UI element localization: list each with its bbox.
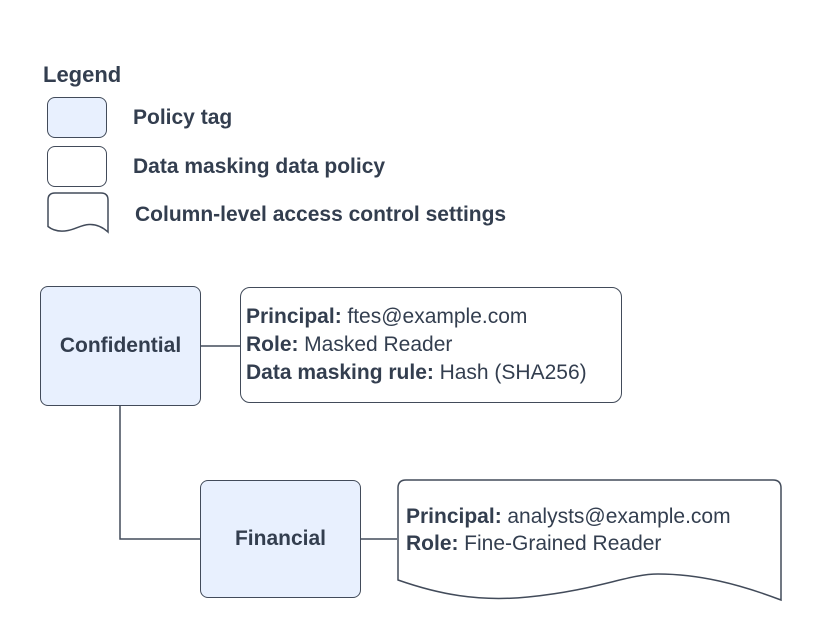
policy-line-label: Role:: [406, 532, 459, 555]
policy-line-value: Hash (SHA256): [439, 361, 587, 384]
data-masking-policy-swatch: [47, 146, 107, 187]
legend-item-data-masking-policy: Data masking data policy: [47, 146, 385, 187]
document-shape: [397, 479, 782, 602]
settings-text: Principal:analysts@example.com Role:Fine…: [406, 503, 731, 557]
legend-label: Policy tag: [133, 105, 233, 129]
data-masking-policy-card: Principal:ftes@example.com Role:Masked R…: [240, 287, 622, 403]
policy-line-value: Masked Reader: [304, 333, 453, 356]
policy-line-label: Data masking rule:: [246, 361, 434, 384]
node-label: Financial: [234, 527, 327, 550]
legend-title: Legend: [43, 62, 122, 87]
policy-line-value: ftes@example.com: [347, 305, 528, 328]
connector-confidential-to-financial: [119, 406, 200, 540]
policy-line: Data masking rule:Hash (SHA256): [246, 359, 621, 387]
node-confidential: Confidential: [40, 286, 201, 406]
policy-line-label: Role:: [246, 333, 299, 356]
policy-line-value: analysts@example.com: [507, 505, 731, 528]
column-access-settings-card: Principal:analysts@example.com Role:Fine…: [397, 479, 782, 611]
policy-line-label: Principal:: [406, 505, 502, 528]
policy-line: Principal:analysts@example.com: [406, 503, 731, 530]
node-label: Confidential: [59, 334, 182, 357]
legend-item-policy-tag: Policy tag: [47, 97, 232, 138]
policy-line: Principal:ftes@example.com: [246, 303, 621, 331]
legend-label: Column-level access control settings: [135, 203, 507, 226]
policy-line-label: Principal:: [246, 305, 342, 328]
policy-tag-swatch: [47, 97, 107, 138]
policy-line: Role:Masked Reader: [246, 331, 621, 359]
column-access-swatch: [47, 192, 109, 238]
legend-item-column-access: Column-level access control settings: [47, 192, 506, 238]
node-financial: Financial: [200, 480, 361, 598]
legend-label: Data masking data policy: [133, 154, 386, 178]
policy-line-value: Fine-Grained Reader: [464, 532, 662, 555]
policy-line: Role:Fine-Grained Reader: [406, 530, 731, 557]
